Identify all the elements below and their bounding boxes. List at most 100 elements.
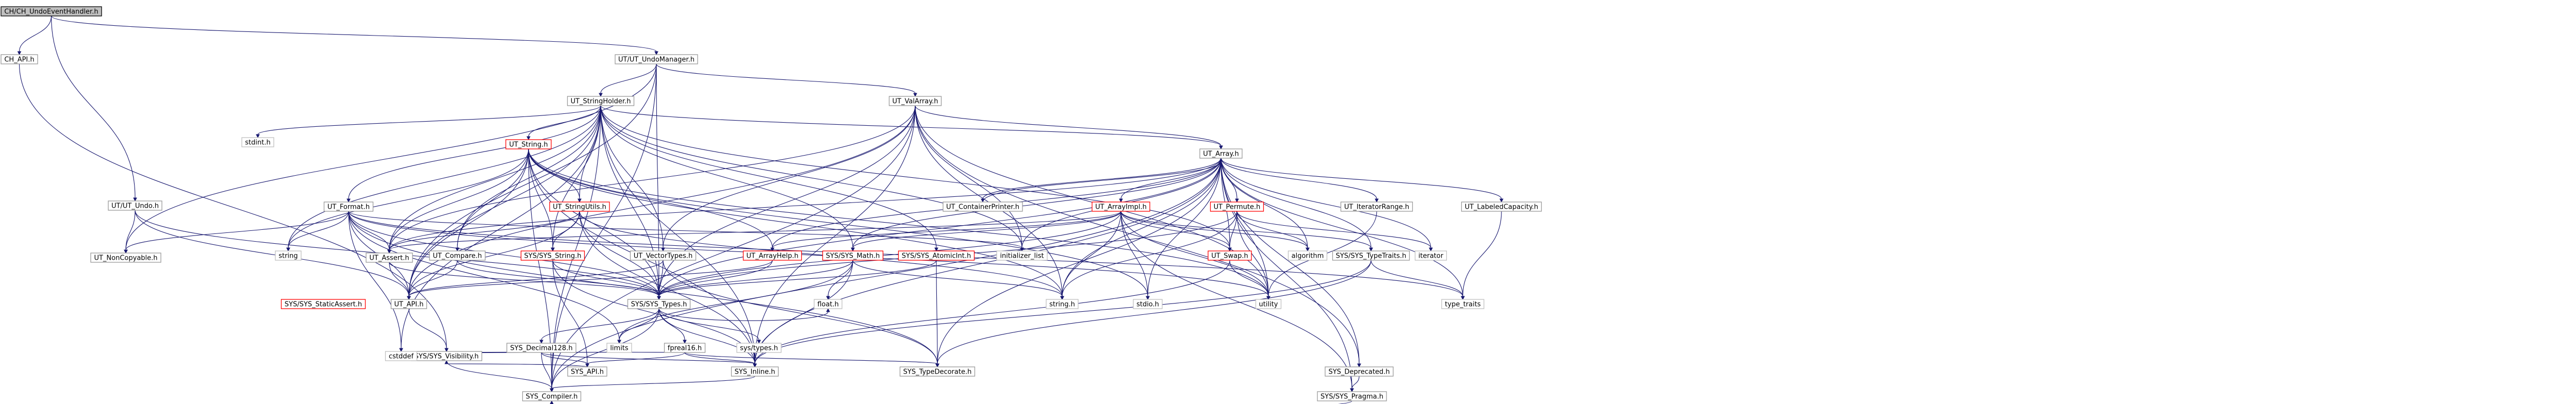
edge-ut-undomanager-to-ut-noncopyable <box>124 63 657 254</box>
node-ut-labeledcapacity[interactable]: UT_LabeledCapacity.h <box>1461 201 1542 212</box>
node-label: UT_API.h <box>394 301 424 309</box>
node-ut-iteratorrange[interactable]: UT_IteratorRange.h <box>1340 201 1413 212</box>
node-ut-stringholder[interactable]: UT_StringHolder.h <box>567 96 635 106</box>
node-cstddef[interactable]: cstddef <box>385 351 418 361</box>
node-sys-deprecated[interactable]: SYS_Deprecated.h <box>1325 366 1394 377</box>
edge-arrowhead <box>124 249 128 254</box>
edge-sys-types-to-float-h <box>658 308 830 321</box>
edge-line <box>684 352 755 364</box>
node-ut-string[interactable]: UT_String.h <box>505 139 552 149</box>
edge-ut-undomanager-to-ut-valarray <box>656 63 917 97</box>
edge-arrowhead <box>256 134 260 139</box>
node-string-h[interactable]: string.h <box>1046 299 1079 309</box>
edge-line <box>408 308 447 349</box>
node-ut-undomanager[interactable]: UT/UT_UndoManager.h <box>615 54 698 64</box>
edge-ut-arrayhelp-to-ut-api <box>407 260 773 300</box>
node-box <box>736 343 782 353</box>
node-algorithm[interactable]: algorithm <box>1287 250 1328 261</box>
edge-sys-pragma-to-sys-compiler <box>550 400 1352 404</box>
edge-line <box>579 211 659 297</box>
node-ch-api[interactable]: CH_API.h <box>1 54 38 64</box>
edge-arrowhead <box>539 340 543 344</box>
edge-ut-arrayimpl-to-sys-typetraits <box>1120 211 1373 252</box>
node-utility[interactable]: utility <box>1255 299 1282 309</box>
node-sys-math[interactable]: SYS/SYS_Math.h <box>822 250 884 261</box>
node-sys-visibility[interactable]: SYS/SYS_Visibility.h <box>410 351 483 361</box>
node-ut-assert[interactable]: UT_Assert.h <box>366 252 413 263</box>
node-label: UT_Swap.h <box>1211 252 1248 260</box>
node-sys-staticassert[interactable]: SYS/SYS_StaticAssert.h <box>280 299 366 309</box>
node-sys-decimal128[interactable]: SYS_Decimal128.h <box>506 343 576 353</box>
edge-line <box>389 211 1121 250</box>
node-sys-types-sub[interactable]: sys/types.h <box>736 343 782 353</box>
node-sys-atomicint[interactable]: SYS/SYS_AtomicInt.h <box>898 250 975 261</box>
node-ut-arrayhelp[interactable]: UT_ArrayHelp.h <box>742 250 802 261</box>
node-box <box>366 252 413 263</box>
node-ut-swap[interactable]: UT_Swap.h <box>1208 250 1252 261</box>
edge-line <box>408 105 916 297</box>
edge-line <box>1462 211 1502 297</box>
edge-line <box>19 15 52 52</box>
node-box <box>1317 391 1387 401</box>
edge-arrowhead <box>1235 198 1239 203</box>
edge-sys-inline-to-sys-compiler <box>550 376 755 393</box>
node-label: SYS/SYS_StaticAssert.h <box>285 301 362 309</box>
edge-arrowhead <box>934 247 938 252</box>
edge-line <box>125 210 136 250</box>
node-box <box>943 201 1023 212</box>
edge-line <box>288 211 349 248</box>
node-stdio-h[interactable]: stdio.h <box>1133 299 1163 309</box>
node-limits[interactable]: limits <box>606 343 632 353</box>
node-ut-stringutils[interactable]: UT_StringUtils.h <box>549 201 610 212</box>
node-label: SYS/SYS_Visibility.h <box>415 353 479 361</box>
node-box <box>1208 250 1252 261</box>
node-label: limits <box>610 345 629 352</box>
node-ut-valarray[interactable]: UT_ValArray.h <box>888 96 942 106</box>
node-initializer-list[interactable]: initializer_list <box>996 250 1048 261</box>
node-ut-array[interactable]: UT_Array.h <box>1199 148 1243 159</box>
edge-ut-array-to-sys-compiler <box>550 158 1221 393</box>
node-float-h[interactable]: float.h <box>814 299 843 309</box>
edge-line <box>288 105 601 248</box>
node-fpreal16[interactable]: fpreal16.h <box>664 343 706 353</box>
node-ut-vectortypes[interactable]: UT_VectorTypes.h <box>630 250 697 261</box>
node-sys-types[interactable]: SYS/SYS_Types.h <box>627 299 691 309</box>
node-ut-noncopyable[interactable]: UT_NonCopyable.h <box>90 252 161 263</box>
node-sys-typedecorate[interactable]: SYS_TypeDecorate.h <box>899 366 976 377</box>
node-ut-containerprinter[interactable]: UT_ContainerPrinter.h <box>943 201 1023 212</box>
node-ut-compare[interactable]: UT_Compare.h <box>429 250 486 261</box>
node-box <box>90 252 161 263</box>
node-sys-string[interactable]: SYS/SYS_String.h <box>520 250 585 261</box>
node-box <box>567 96 635 106</box>
edge-line <box>1120 211 1352 389</box>
node-label: SYS_Compiler.h <box>526 393 578 401</box>
node-label: string.h <box>1049 301 1075 309</box>
edge-line <box>528 105 601 137</box>
node-type-traits[interactable]: type_traits <box>1441 299 1484 309</box>
node-label: UT_VectorTypes.h <box>634 252 692 260</box>
node-stdint[interactable]: stdint.h <box>241 137 274 147</box>
edge-line <box>1220 158 1463 297</box>
edge-arrowhead <box>1429 247 1433 252</box>
node-sys-compiler[interactable]: SYS_Compiler.h <box>522 391 582 401</box>
edge-arrowhead <box>1219 145 1223 150</box>
node-sys-api[interactable]: SYS_API.h <box>567 366 607 377</box>
node-root[interactable]: CH/CH_UndoEventHandler.h <box>1 6 102 16</box>
node-sys-inline[interactable]: SYS_Inline.h <box>731 366 779 377</box>
edge-ut-permute-to-string-h <box>1060 211 1237 300</box>
edge-line <box>389 105 916 250</box>
node-ut-arrayimpl[interactable]: UT_ArrayImpl.h <box>1092 201 1150 212</box>
node-sys-typetraits[interactable]: SYS/SYS_TypeTraits.h <box>1332 250 1410 261</box>
node-ut-api[interactable]: UT_API.h <box>390 299 427 309</box>
node-sys-pragma[interactable]: SYS/SYS_Pragma.h <box>1317 391 1387 401</box>
edge-line <box>658 260 937 297</box>
edge-arrowhead <box>657 296 661 300</box>
node-iterator[interactable]: iterator <box>1414 250 1447 261</box>
node-ut-format[interactable]: UT_Format.h <box>323 201 374 212</box>
edge-line <box>348 211 938 364</box>
node-string-std[interactable]: string <box>275 250 302 261</box>
node-ut-permute[interactable]: UT_Permute.h <box>1210 201 1264 212</box>
edge-line <box>1220 158 1308 248</box>
node-ut-undo[interactable]: UT/UT_Undo.h <box>108 200 162 211</box>
edge-ch-api-to-sys-visibility <box>19 63 449 352</box>
